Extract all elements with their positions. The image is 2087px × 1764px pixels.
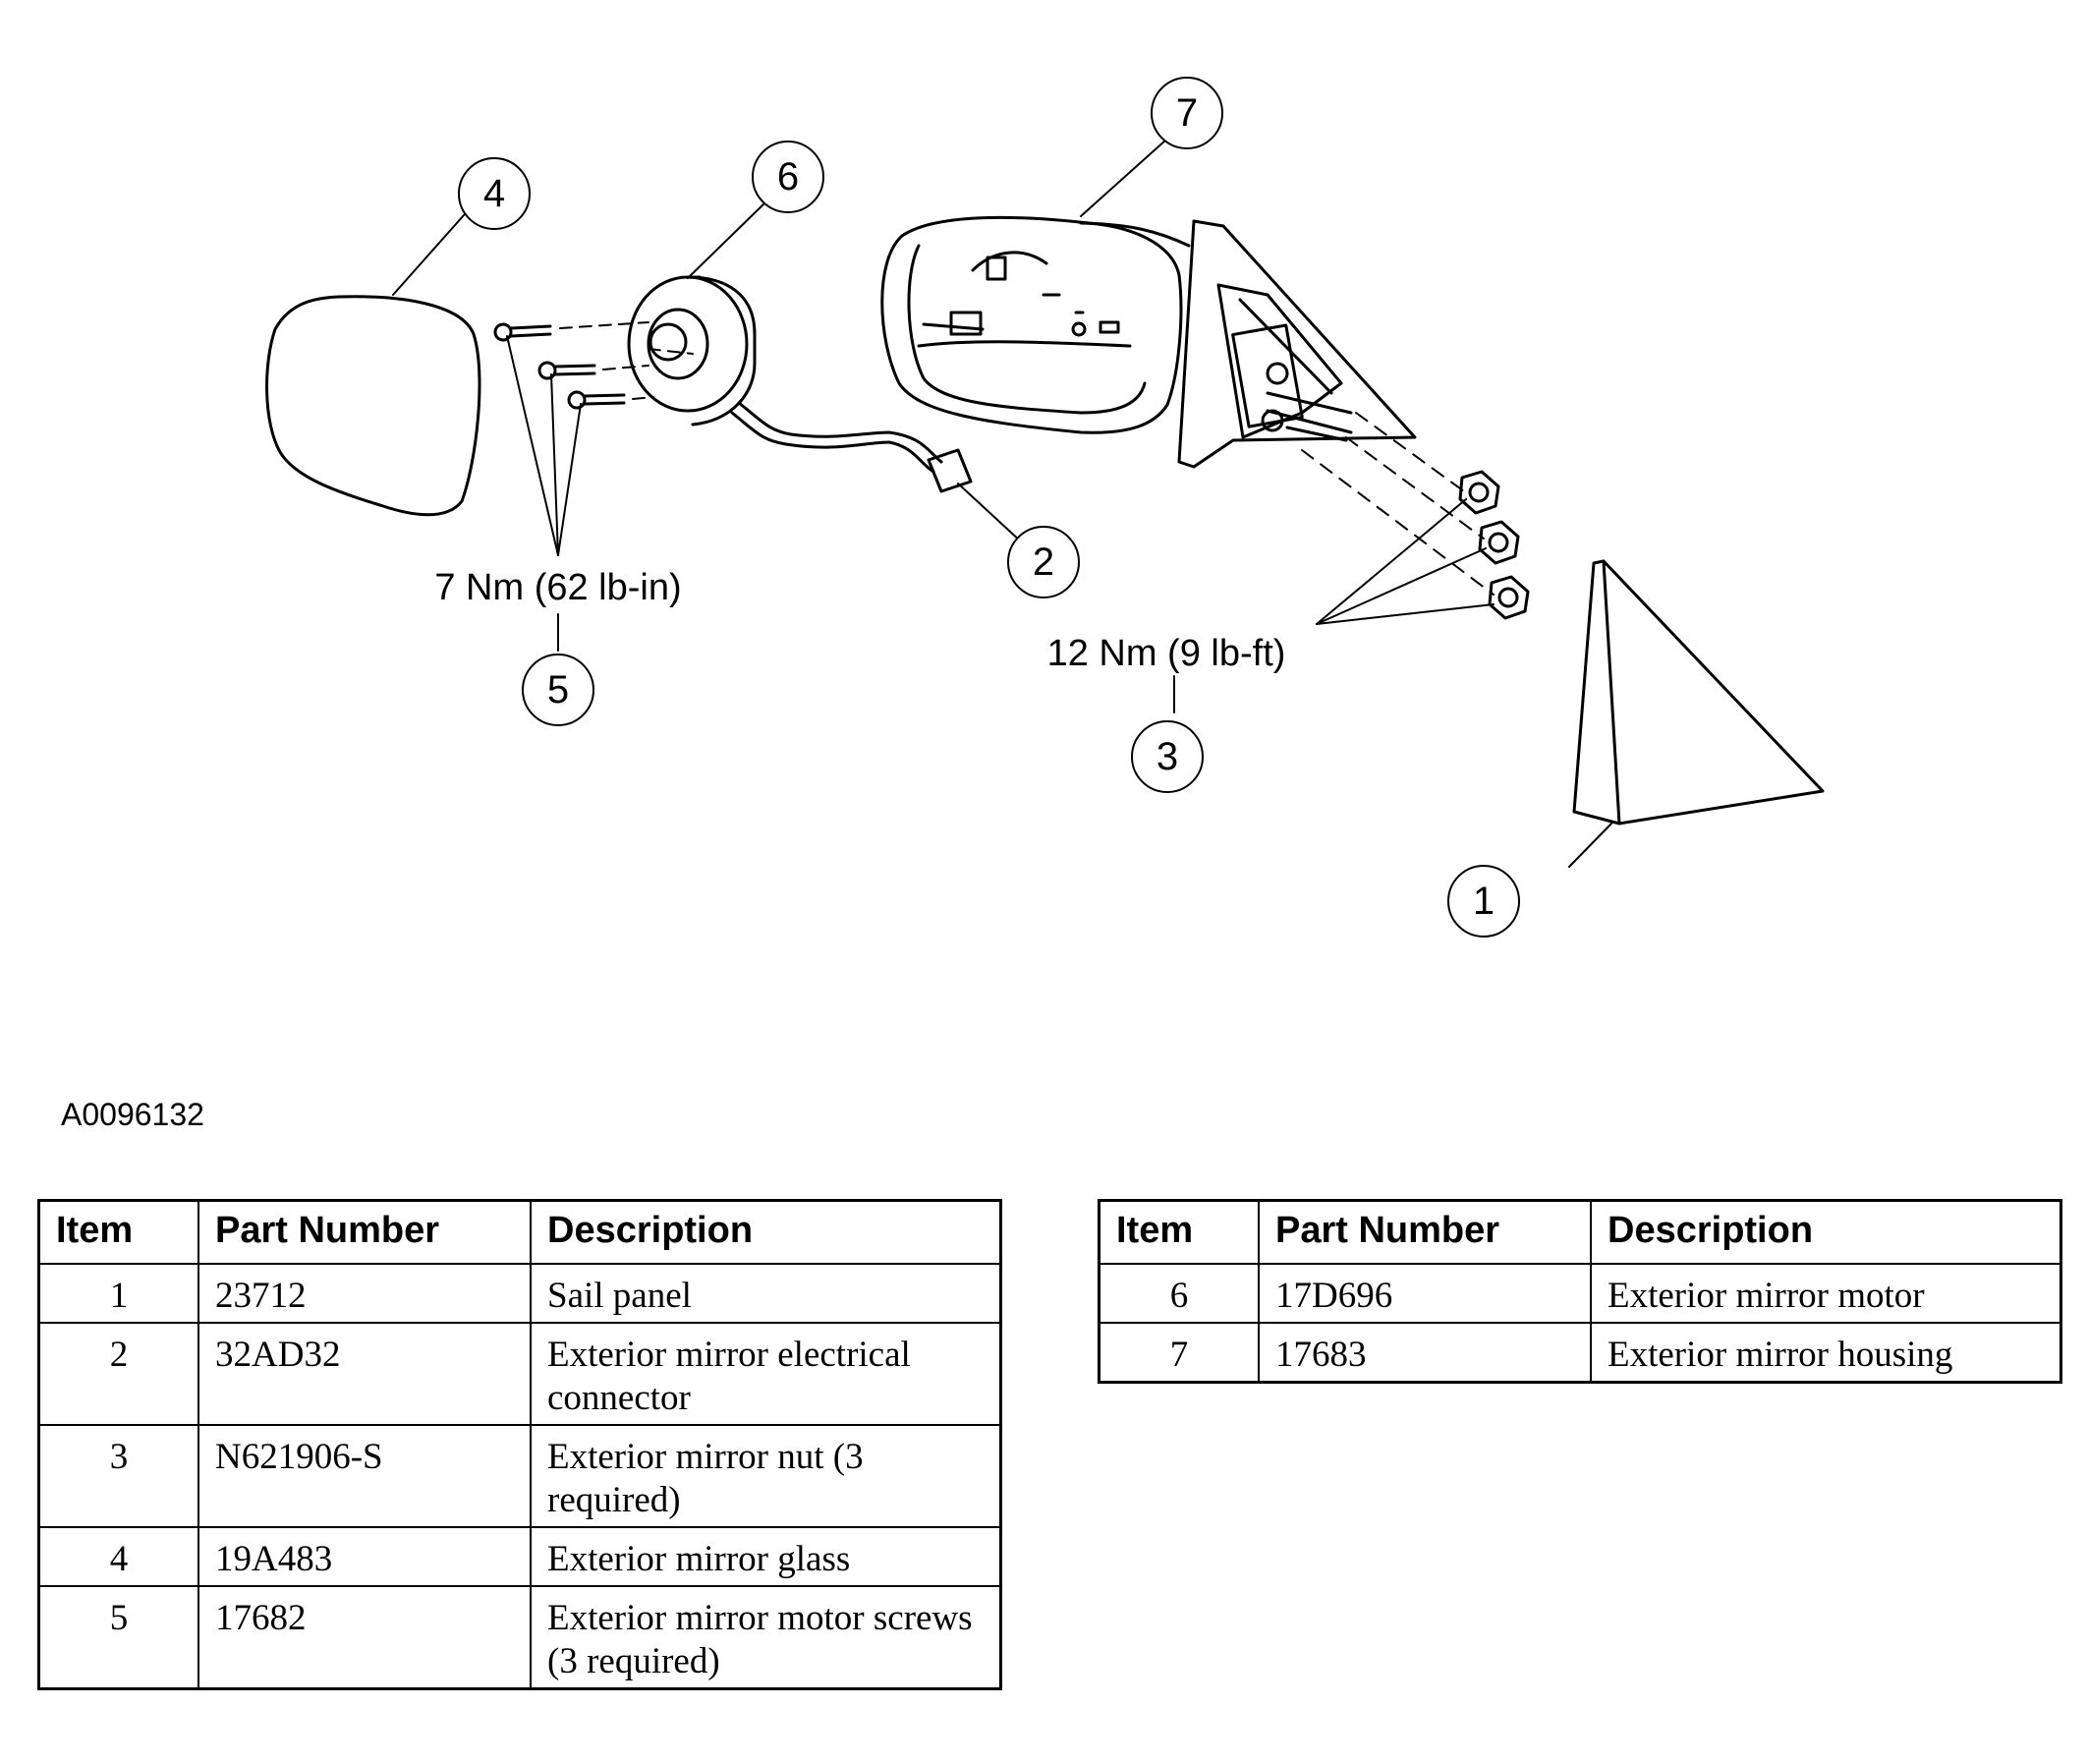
screw-torque-label: 7 Nm (62 lb-in): [434, 567, 681, 608]
exploded-mirror-diagram: 4 6 7 2 5 3 1 7 Nm (62 lb-in) 12 Nm (9 l…: [265, 77, 1825, 938]
callout-7-label: 7: [1176, 91, 1198, 135]
cell-description: Sail panel: [530, 1263, 1002, 1324]
callout-1-circle: [1447, 865, 1520, 938]
parts-table-left: Item Part Number Description 1 23712 Sai…: [37, 1199, 1002, 1690]
cell-part-number: 19A483: [197, 1526, 532, 1587]
cell-item: 6: [1098, 1263, 1260, 1324]
mirror-glass-part: [265, 295, 481, 517]
cell-item: 7: [1098, 1322, 1260, 1384]
col-header-description: Description: [530, 1199, 1002, 1265]
cell-item: 4: [37, 1526, 199, 1587]
callout-4-label: 4: [483, 172, 505, 215]
cell-item: 5: [37, 1585, 199, 1690]
figure-id: A0096132: [61, 1097, 204, 1132]
col-header-description: Description: [1590, 1199, 2062, 1265]
parts-table-right: Item Part Number Description 6 17D696 Ex…: [1098, 1199, 2062, 1384]
col-header-part-number: Part Number: [1258, 1199, 1592, 1265]
cell-item: 3: [37, 1424, 199, 1528]
sail-panel-part: [1572, 559, 1825, 825]
callout-6-circle: [752, 141, 824, 213]
col-header-item: Item: [37, 1199, 199, 1265]
leader-lines: [392, 139, 1612, 868]
mirror-nuts-part: [1458, 470, 1530, 620]
cell-description: Exterior mirror motor screws (3 required…: [530, 1585, 1002, 1690]
col-header-part-number: Part Number: [197, 1199, 532, 1265]
callout-2-label: 2: [1033, 541, 1054, 584]
table-row: 6 17D696 Exterior mirror motor: [1098, 1263, 2062, 1324]
table-header-row: Item Part Number Description: [1098, 1199, 2062, 1265]
motor-screws-part: [493, 322, 626, 410]
cell-description: Exterior mirror housing: [1590, 1322, 2062, 1384]
callout-4-circle: [458, 157, 531, 230]
callout-1-label: 1: [1473, 880, 1495, 923]
cell-part-number: 32AD32: [197, 1322, 532, 1426]
table-row: 2 32AD32 Exterior mirror electrical conn…: [37, 1322, 1002, 1426]
callout-5-label: 5: [547, 668, 569, 711]
col-header-item: Item: [1098, 1199, 1260, 1265]
table-header-row: Item Part Number Description: [37, 1199, 1002, 1265]
callout-5-circle: [522, 654, 594, 726]
table-row: 3 N621906-S Exterior mirror nut (3 requi…: [37, 1424, 1002, 1528]
mirror-motor-part: [627, 275, 757, 427]
cell-description: Exterior mirror glass: [530, 1526, 1002, 1587]
cell-part-number: 17683: [1258, 1322, 1592, 1384]
table-row: 5 17682 Exterior mirror motor screws (3 …: [37, 1585, 1002, 1690]
cell-part-number: N621906-S: [197, 1424, 532, 1528]
cell-part-number: 23712: [197, 1263, 532, 1324]
cell-description: Exterior mirror motor: [1590, 1263, 2062, 1324]
table-row: 7 17683 Exterior mirror housing: [1098, 1322, 2062, 1384]
cell-item: 1: [37, 1263, 199, 1324]
table-row: 4 19A483 Exterior mirror glass: [37, 1526, 1002, 1587]
cell-item: 2: [37, 1322, 199, 1426]
cell-part-number: 17D696: [1258, 1263, 1592, 1324]
electrical-connector-part: [730, 401, 973, 493]
mirror-housing-part: [880, 215, 1417, 469]
cell-description: Exterior mirror nut (3 required): [530, 1424, 1002, 1528]
cell-description: Exterior mirror electrical connector: [530, 1322, 1002, 1426]
callout-3-label: 3: [1156, 735, 1178, 778]
callout-2-circle: [1007, 526, 1080, 598]
callout-6-label: 6: [777, 155, 799, 199]
callout-7-circle: [1151, 77, 1223, 149]
table-row: 1 23712 Sail panel: [37, 1263, 1002, 1324]
nut-torque-label: 12 Nm (9 lb-ft): [1047, 633, 1286, 674]
cell-part-number: 17682: [197, 1585, 532, 1690]
callout-3-circle: [1131, 720, 1204, 793]
